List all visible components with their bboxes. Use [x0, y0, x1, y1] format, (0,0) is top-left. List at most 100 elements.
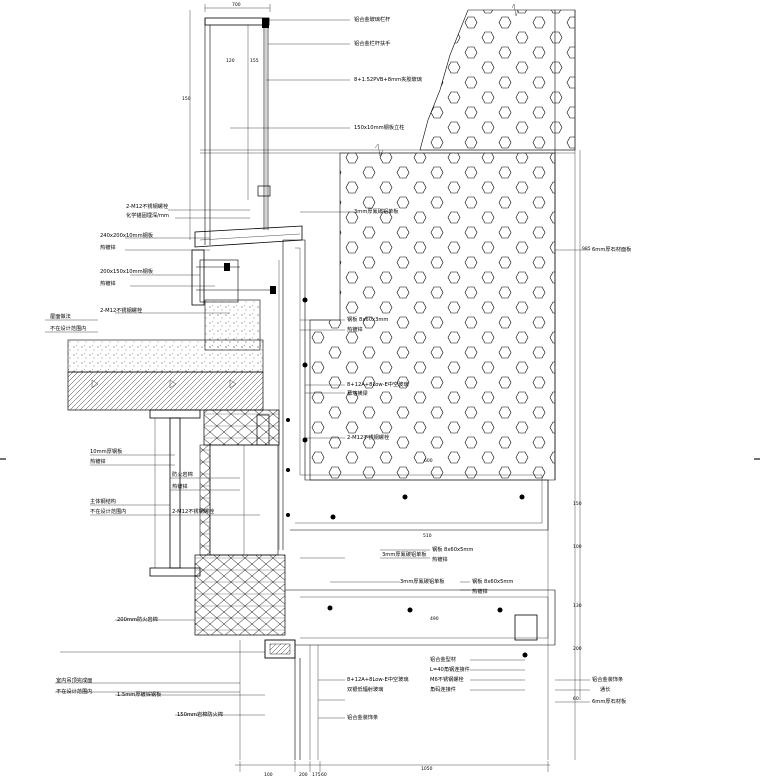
roof-layer — [67, 339, 264, 373]
dim-railing-1: 120 — [226, 58, 235, 64]
label-alu-panel-1: 3mm厚氟碳铝单板 — [354, 207, 399, 215]
label-not-in-scope-2: 不在设计范围内 — [90, 507, 126, 515]
railing-handrail — [204, 17, 270, 26]
label-angle-bracket: 角码连接件 — [430, 685, 456, 693]
roof-triangle-3 — [229, 379, 237, 389]
aluminium-panel-outline — [283, 239, 549, 531]
label-stone-6mm: 6mm厚石材板 — [592, 697, 627, 705]
label-igu-1: 8+12A+8Low-E中空玻璃 — [347, 380, 409, 388]
annotation-labels: 铝合金玻璃栏杆 铝合金栏杆扶手 8+1.52PVB+8mm夹胶玻璃 150x10… — [50, 15, 632, 721]
fixing-bolt-4 — [402, 494, 408, 500]
label-bolts-2: 2-M12不锈钢螺栓 — [100, 306, 143, 314]
dim-bottom-3: 175 — [312, 772, 321, 778]
label-alu-panel-3: 3mm厚氟碳铝单板 — [400, 577, 445, 585]
label-steel-strip-2: 钢板 8x60x5mm — [432, 545, 473, 553]
fixing-bolt-8 — [286, 468, 290, 472]
label-galvanized-4: 热镀锌 — [90, 457, 106, 465]
dim-bottom-1: 100 — [264, 772, 273, 778]
roof-triangle-2 — [169, 379, 177, 389]
label-galv-sheet: 1.5mm厚镀锌钢板 — [117, 690, 162, 698]
label-main-steel: 主体钢结构 — [90, 497, 116, 505]
dim-right-3: 100 — [573, 544, 582, 550]
lower-soffit-inner — [300, 596, 549, 639]
label-galvanized-2: 热镀锌 — [100, 279, 116, 287]
aluminium-panel-inner — [295, 247, 543, 524]
label-steel-10mm: 10mm厚钢板 — [90, 447, 123, 455]
label-angle-steel: L=40角钢连接件 — [430, 665, 470, 673]
dim-railing-2: 155 — [250, 58, 259, 64]
label-anchor-depth: 化学锚固埋深/mm — [126, 211, 169, 219]
label-bolts-4: 2-M12不锈钢螺栓 — [172, 507, 215, 515]
dim-bottom-5: 1050 — [421, 766, 433, 772]
label-galvanized-7: 热镀锌 — [472, 587, 488, 595]
fixing-bolt-1 — [302, 297, 308, 303]
fixing-bolt-2 — [302, 362, 308, 368]
label-steel-post: 150x10mm钢板立柱 — [354, 123, 404, 131]
soffit-bolt-1 — [407, 607, 413, 613]
label-continuous: 通长 — [600, 685, 611, 693]
label-transom: 幕墙横梁 — [347, 389, 368, 397]
leader-lines — [45, 19, 590, 719]
label-not-in-scope-1: 不在设计范围内 — [50, 324, 86, 332]
label-alu-trim-2: 铝合金装饰条 — [347, 713, 378, 721]
parapet-cap-inner — [199, 233, 301, 241]
insulation-side — [199, 444, 211, 556]
label-glass-railing: 铝合金玻璃栏杆 — [354, 15, 390, 23]
bolt-head — [270, 286, 276, 294]
label-alu-profile: 铝合金型材 — [430, 655, 456, 663]
window-frame-head-inner — [269, 643, 291, 655]
label-bolts-1: 2-M12不锈钢螺栓 — [126, 202, 169, 210]
label-galvanized-5: 热镀锌 — [172, 482, 188, 490]
bolt-head-2 — [224, 263, 230, 271]
label-igu-2: 8+12A+8Low-E中空玻璃 — [347, 675, 409, 683]
dim-right-6: 60 — [573, 696, 579, 702]
label-not-in-scope-3: 不在设计范围内 — [56, 687, 92, 695]
label-handrail: 铝合金栏杆扶手 — [354, 39, 390, 47]
label-alu-trim-1: 铝合金装饰条 — [592, 675, 623, 683]
soffit-bolt-3 — [327, 605, 333, 611]
label-steel-strip-3: 钢板 8x60x5mm — [472, 577, 513, 585]
insulation-lower — [194, 554, 286, 636]
label-rockwool-150: 150mm岩棉防火棉 — [177, 710, 223, 718]
label-low-e-1: 双银低辐射玻璃 — [347, 685, 383, 693]
dim-h-3: 490 — [430, 616, 439, 622]
label-laminated-glass: 8+1.52PVB+8mm夹胶玻璃 — [354, 75, 422, 83]
label-galvanized-1: 热镀锌 — [100, 243, 116, 251]
fixing-bolt-9 — [286, 513, 290, 517]
fixing-bolt-5 — [519, 494, 525, 500]
parapet-cap — [194, 225, 303, 248]
dim-right-4: 130 — [573, 603, 582, 609]
soffit-bolt-4 — [522, 652, 528, 658]
stone-cladding-upper — [419, 9, 576, 151]
steel-plate-1 — [191, 249, 205, 306]
dim-h-1: 600 — [424, 458, 433, 464]
label-galvanized-6: 热镀锌 — [432, 555, 448, 563]
fixing-bolt-6 — [330, 514, 336, 520]
aluminium-profile — [514, 614, 538, 641]
railing-bracket — [257, 185, 271, 197]
railing-post — [262, 18, 269, 28]
label-fire-wool-200: 200mm防火岩棉 — [117, 615, 158, 623]
label-ceiling-finish: 室内吊顶完成面 — [56, 676, 92, 684]
label-steel-plate-200: 200x150x10mm钢板 — [100, 267, 154, 275]
label-galvanized-3: 热镀锌 — [347, 325, 363, 333]
steel-plate-2 — [199, 259, 239, 303]
fixing-bolt-3 — [302, 437, 308, 443]
label-m6-bolt: M6不锈钢螺栓 — [430, 675, 465, 683]
roof-slab — [67, 371, 264, 411]
lower-soffit-outline — [285, 589, 556, 646]
window-frame-head — [264, 639, 296, 659]
dim-left-1: 150 — [182, 96, 191, 102]
dim-h-2: 510 — [423, 533, 432, 539]
soffit-bolt-2 — [497, 607, 503, 613]
spandrel-bracket — [256, 414, 270, 446]
label-alu-panel-2: 3mm厚氟碳铝单板 — [382, 550, 427, 558]
label-steel-strip-1: 钢板 8x60x3mm — [347, 315, 388, 323]
dimension-labels: 700 120 155 150 985 150 100 600 510 130 … — [182, 2, 591, 778]
steel-beam-flange-bottom — [149, 567, 201, 577]
dim-top-width: 700 — [232, 2, 241, 8]
dim-right-2: 150 — [573, 501, 582, 507]
label-stone-panel: 6mm厚石材面板 — [592, 245, 632, 253]
label-fire-wool-1: 防火岩棉 — [172, 470, 193, 478]
